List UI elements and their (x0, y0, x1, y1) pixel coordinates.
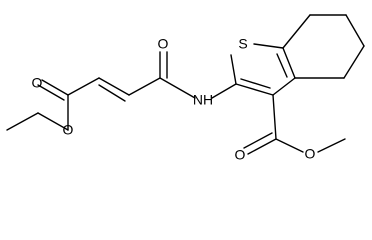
bond-vinyl-amide-c (128, 77, 161, 96)
bond-s-c7a (253, 43, 284, 49)
bond-c7a-c7 (282, 14, 311, 49)
molecule-structure-drawing: O O O NH S O O (6, 14, 365, 163)
bond-c3a-c3 (272, 77, 296, 96)
bond-amide-c-n (159, 77, 196, 99)
bond-c7a-c3a-double-a (282, 47, 296, 79)
bond-ethyl-terminal (6, 112, 39, 131)
bond-c7a-c3a-double-b (276, 53, 288, 78)
bond-methyl-o-ch3 (317, 138, 346, 153)
bond-ester-c-vinyl (67, 77, 100, 96)
atom-o-ester-carbonyl: O (32, 75, 43, 91)
atom-s-ring: S (238, 36, 247, 52)
bond-layer (6, 14, 365, 155)
atom-label-layer: O O O NH S O O (32, 36, 316, 163)
bond-c5-c4 (343, 45, 365, 79)
atom-o-methyl-carbonyl: O (235, 147, 246, 163)
atom-o-methyl-ether: O (305, 146, 316, 162)
bond-methyl-c-o-double-a (247, 138, 277, 155)
bond-ester-c-o-double-a (41, 79, 69, 96)
bond-c3-ester-c (272, 94, 277, 140)
bond-n-thiophene (211, 83, 237, 99)
bond-vinyl-double-a (98, 77, 130, 96)
atom-n-amide: NH (193, 92, 213, 108)
bond-c6-c5 (345, 14, 365, 47)
atom-o-amide: O (158, 36, 169, 52)
bond-methyl-c-o (275, 138, 304, 153)
bond-vinyl-double-b (98, 84, 126, 102)
bond-ester-c-o-double-b (37, 84, 65, 101)
atom-o-ester-ether: O (63, 122, 74, 138)
bond-ethyl-ch2-o (37, 112, 69, 131)
bond-methyl-c-o-double-b (243, 132, 273, 149)
bond-c3-c2-double-a (235, 83, 274, 96)
bond-c2-s (230, 54, 237, 85)
bond-c3-c2-double-b (240, 78, 271, 89)
